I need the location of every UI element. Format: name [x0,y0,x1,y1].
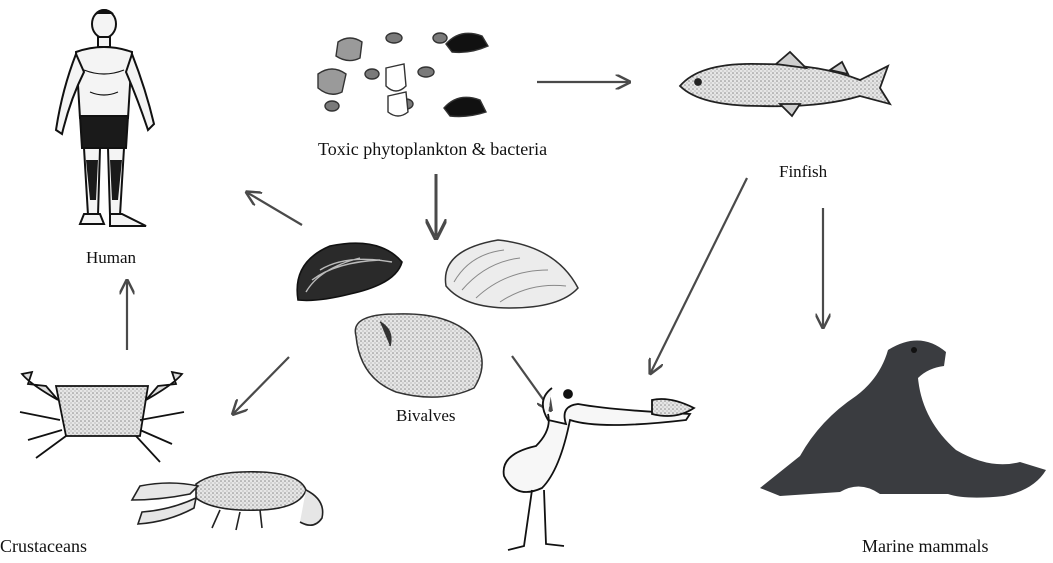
phytoplankton-cluster-icon [318,33,488,117]
arrow-finfish-to-birds [651,178,747,372]
oyster-shell-icon [355,314,482,397]
crab-icon [20,372,184,462]
label-marine-mammals: Marine mammals [862,536,988,557]
finfish-icon [680,52,890,116]
lobster-icon [132,472,323,530]
clam-shell-icon [445,240,578,308]
mussel-shell-icon [297,243,402,300]
arrow-bivalves-to-crustaceans [234,357,289,413]
label-crustaceans: Crustaceans [0,536,87,557]
seal-icon [760,340,1046,497]
label-bivalves: Bivalves [396,406,456,426]
pelican-icon [504,388,694,550]
human-figure-icon [56,10,154,226]
label-human: Human [86,248,136,268]
label-toxic-phytoplankton: Toxic phytoplankton & bacteria [318,139,547,160]
arrow-bivalves-to-human [248,193,302,225]
label-finfish: Finfish [779,162,827,182]
